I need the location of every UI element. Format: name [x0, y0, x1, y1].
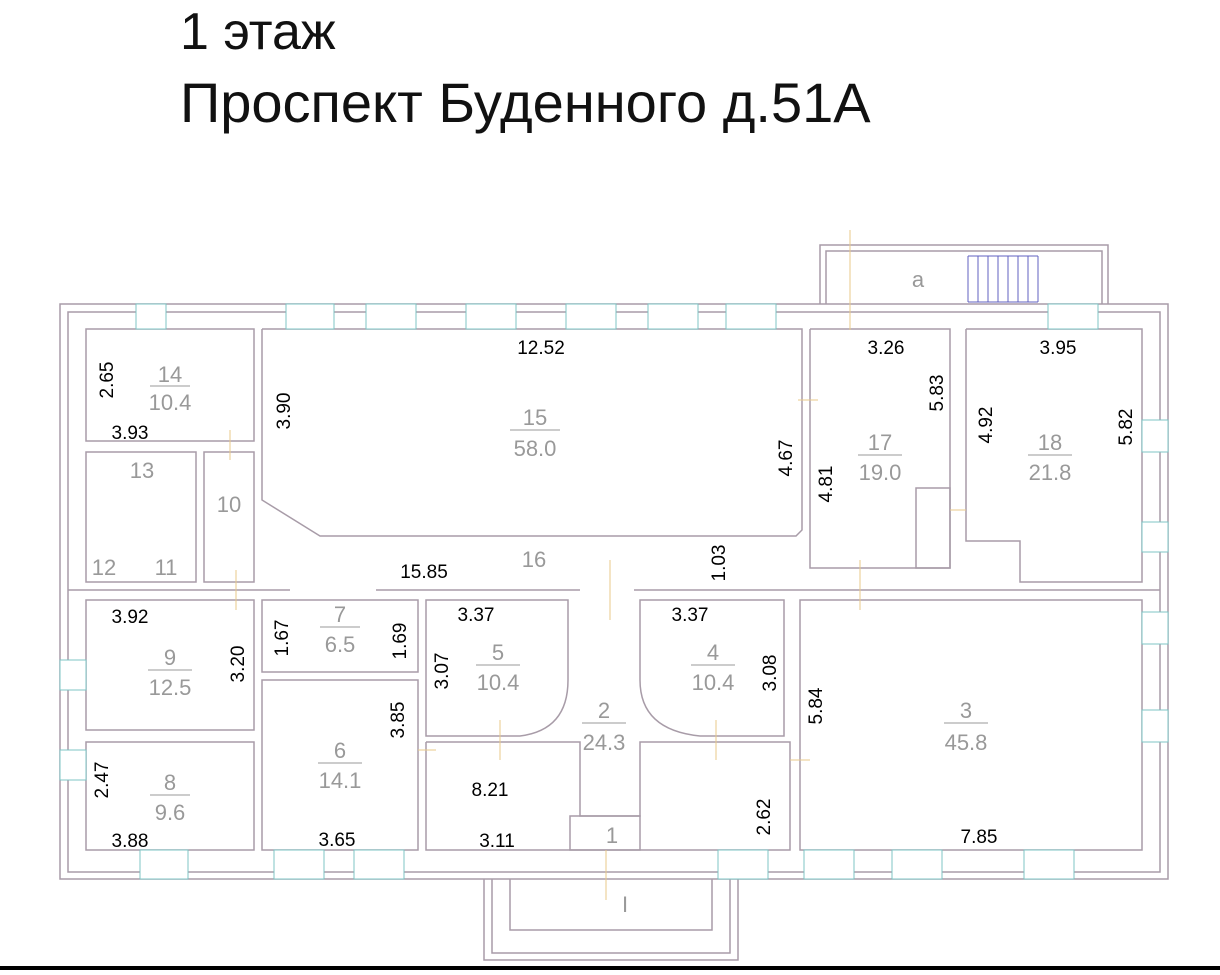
room-labels: 14 10.4 15 58.0 17 19.0 18 21.8 13 10 12…	[92, 267, 1072, 917]
windows	[59, 303, 1169, 880]
dimension-label: 3.37	[672, 605, 709, 626]
dimension-label: 8.21	[472, 780, 509, 801]
room-area: 6.5	[325, 632, 356, 657]
dimension-label: 3.65	[319, 830, 356, 851]
room-number: a	[912, 267, 925, 292]
room-area: 10.4	[149, 390, 192, 415]
room-number: 5	[492, 640, 504, 665]
room-number: 16	[522, 547, 546, 572]
interior-walls	[68, 328, 1160, 851]
dimension-label: 12.52	[517, 338, 565, 359]
room-number: 1	[606, 823, 618, 848]
room-area: 19.0	[859, 460, 902, 485]
dimension-label: 2.65	[97, 362, 118, 399]
room-area: 45.8	[945, 730, 988, 755]
dimension-label: 3.88	[112, 831, 149, 852]
room-area: 24.3	[583, 730, 626, 755]
dimension-label: 1.69	[390, 623, 411, 660]
dimension-label: 7.85	[961, 827, 998, 848]
building-walls	[59, 244, 1169, 961]
room-number: 4	[707, 640, 719, 665]
room-number: 6	[334, 738, 346, 763]
dimension-label: 3.11	[479, 831, 515, 852]
room-area: 21.8	[1029, 460, 1072, 485]
dimension-labels: 2.65 3.93 12.52 3.90 3.26 5.83 4.67 4.81…	[92, 338, 1137, 852]
room-area: 58.0	[514, 436, 557, 461]
stair-steps	[967, 255, 1039, 303]
bottom-rule	[0, 966, 1220, 970]
address-title: Проспект Буденного д.51А	[180, 71, 871, 134]
room-area: 12.5	[149, 675, 192, 700]
dimension-label: 3.20	[228, 646, 249, 683]
room-number: 18	[1038, 430, 1062, 455]
dimension-label: 2.47	[92, 762, 113, 799]
room-number: 8	[164, 770, 176, 795]
dimension-label: 3.26	[868, 338, 905, 359]
dimension-label: 5.82	[1116, 409, 1137, 446]
room-number: 9	[164, 645, 176, 670]
dimension-label: 2.62	[754, 799, 775, 836]
room-number: I	[622, 892, 628, 917]
dimension-label: 3.92	[112, 607, 149, 628]
dimension-label: 3.93	[112, 423, 149, 444]
dimension-label: 1.03	[709, 545, 730, 582]
room-number: 13	[130, 458, 154, 483]
room-number: 14	[158, 362, 182, 387]
dimension-label: 3.07	[432, 653, 453, 690]
dimension-label: 4.92	[976, 407, 997, 444]
dimension-label: 3.08	[760, 655, 781, 692]
room-number: 15	[523, 405, 547, 430]
room-number: 2	[598, 698, 610, 723]
dimension-label: 3.95	[1040, 338, 1077, 359]
dimension-label: 4.67	[776, 440, 797, 477]
dimension-label: 3.37	[458, 605, 495, 626]
room-area: 10.4	[477, 670, 520, 695]
room-area: 9.6	[155, 800, 186, 825]
room-number: 3	[960, 698, 972, 723]
room-number: 12	[92, 555, 116, 580]
room-number: 10	[217, 492, 241, 517]
room-number: 17	[868, 430, 892, 455]
floor-title: 1 этаж	[180, 3, 336, 61]
dimension-label: 5.84	[806, 687, 827, 724]
room-area: 10.4	[692, 670, 735, 695]
dimension-label: 15.85	[400, 562, 448, 583]
dimension-label: 4.81	[816, 466, 837, 503]
dimension-label: 3.90	[274, 393, 295, 430]
dimension-label: 5.83	[927, 375, 948, 412]
dimension-label: 1.67	[272, 620, 293, 657]
room-area: 14.1	[319, 768, 362, 793]
dimension-label: 3.85	[388, 702, 409, 739]
room-number: 7	[334, 602, 346, 627]
door-marks	[229, 230, 966, 900]
room-number: 11	[155, 555, 178, 580]
